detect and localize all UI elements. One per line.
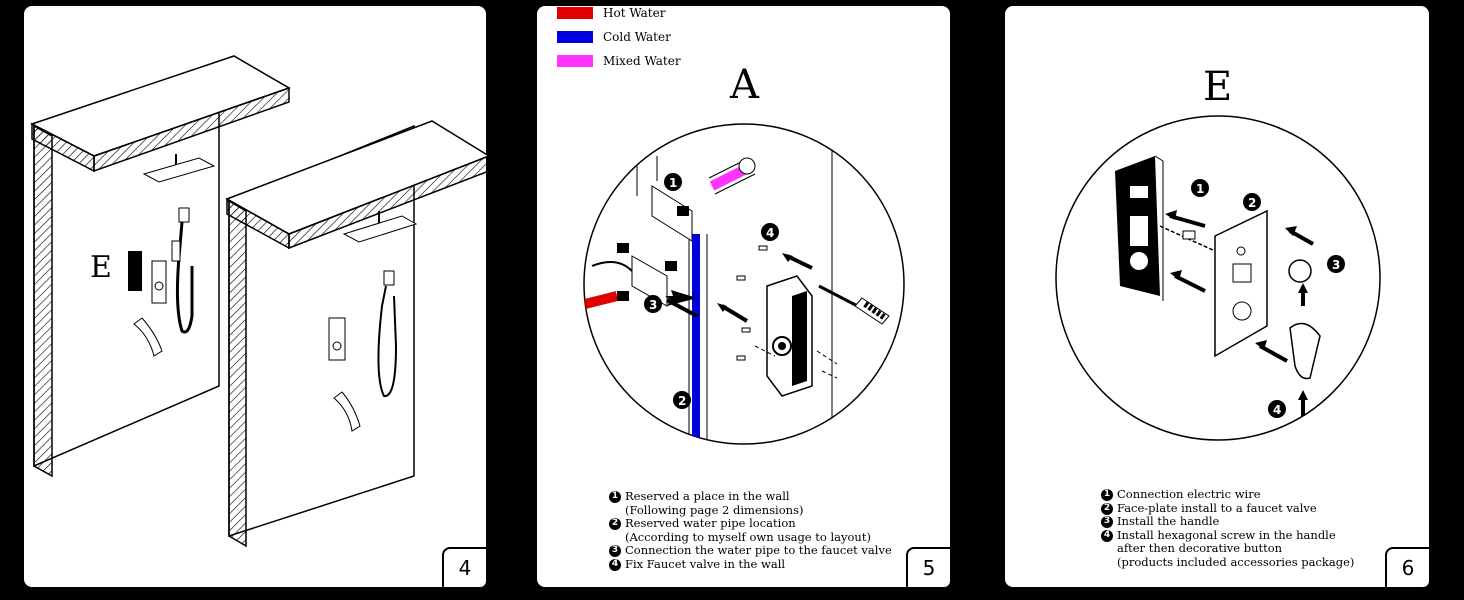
step-number: 4 <box>1101 529 1113 542</box>
svg-text:1: 1 <box>669 176 677 190</box>
svg-text:4: 4 <box>1273 403 1281 417</box>
step-text: Face-plate install to a faucet valve <box>1117 500 1317 515</box>
step-text: Connection electric wire <box>1117 487 1261 501</box>
step-text: Install the handle <box>1117 514 1220 528</box>
step-item: 1 Reserved a place in the wall (Following… <box>609 489 892 517</box>
step-item: 2 Reserved water pipe location (According… <box>609 516 892 544</box>
hot-water-swatch <box>557 7 593 19</box>
instruction-steps: 1 Reserved a place in the wall (Following… <box>609 489 892 572</box>
svg-text:3: 3 <box>1332 258 1340 272</box>
step-text: Install hexagonal screw in the handle af… <box>1117 527 1355 569</box>
legend-cold-water: Cold Water <box>557 30 671 44</box>
manual-page-5: Hot Water Cold Water Mixed Water A <box>535 4 952 589</box>
svg-text:2: 2 <box>678 394 686 408</box>
manual-page-4: E 4 <box>22 4 490 589</box>
section-label: E <box>1203 64 1233 110</box>
step-number: 3 <box>1101 516 1113 528</box>
instruction-steps: 1 Connection electric wire 2 Face-plate in… <box>1101 487 1355 570</box>
legend-hot-water: Hot Water <box>557 6 665 20</box>
step-number: 2 <box>1101 502 1113 515</box>
page-number: 6 <box>1385 547 1431 589</box>
legend-label: Hot Water <box>603 6 666 20</box>
mixed-water-swatch <box>557 55 593 67</box>
step-number: 3 <box>609 545 621 557</box>
legend-mixed-water: Mixed Water <box>557 54 681 68</box>
step-number: 1 <box>1101 489 1113 501</box>
step-item: 2 Face-plate install to a faucet valve <box>1101 500 1354 516</box>
page-number: 5 <box>906 547 952 589</box>
shower-wall-illustration <box>30 55 490 548</box>
manual-page-6: E <box>1003 4 1431 589</box>
section-label: E <box>90 250 112 285</box>
step-number: 4 <box>609 558 621 571</box>
legend-label: Cold Water <box>603 30 671 44</box>
step-text: Fix Faucet valve in the wall <box>625 556 786 571</box>
cold-water-swatch <box>557 31 593 43</box>
legend-label: Mixed Water <box>603 54 681 68</box>
step-number: 1 <box>609 491 621 503</box>
step-item: 3 Install the handle <box>1101 514 1354 529</box>
svg-text:4: 4 <box>766 226 774 240</box>
step-item: 4 Fix Faucet valve in the wall <box>609 556 892 572</box>
step-item: 4 Install hexagonal screw in the handle a… <box>1101 527 1355 570</box>
svg-text:2: 2 <box>1248 196 1256 210</box>
step-item: 1 Connection electric wire <box>1101 487 1354 502</box>
section-label: A <box>730 62 759 108</box>
svg-text:1: 1 <box>1196 182 1204 196</box>
valve-install-diagram: 1 2 3 4 <box>583 123 905 445</box>
step-text: Connection the water pipe to the faucet … <box>625 543 892 557</box>
svg-text:3: 3 <box>649 298 657 312</box>
step-text: Reserved water pipe location (According … <box>625 516 871 544</box>
faceplate-install-diagram: 1 2 3 4 <box>1055 115 1381 441</box>
step-item: 3 Connection the water pipe to the faucet… <box>609 543 892 558</box>
step-text: Reserved a place in the wall (Following … <box>625 489 804 517</box>
step-number: 2 <box>609 518 621 530</box>
page-number: 4 <box>442 547 488 589</box>
